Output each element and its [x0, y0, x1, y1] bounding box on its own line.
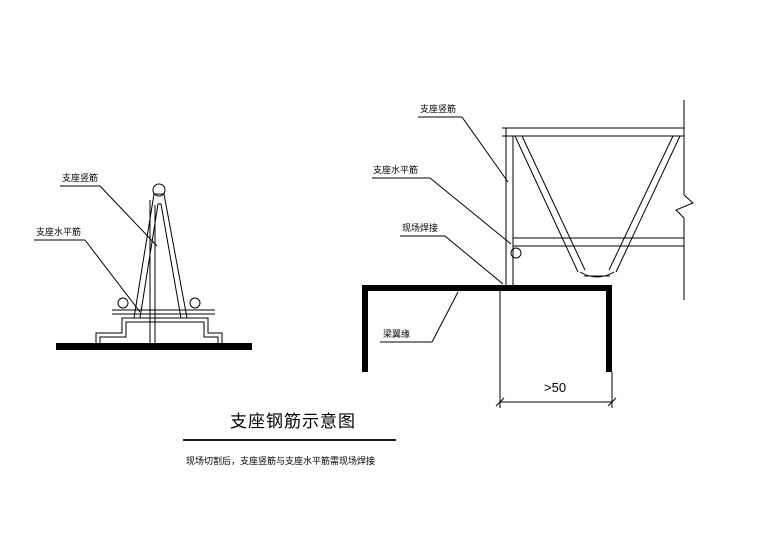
left-support-detail	[34, 183, 252, 350]
left-label-horizontal-bar: 支座水平筋	[36, 228, 82, 238]
right-label-vertical-bar: 支座竖筋	[420, 105, 457, 115]
right-label-beam-edge: 梁翼缘	[383, 330, 411, 340]
left-foot-bar	[95, 317, 223, 343]
right-label-horizontal-bar: 支座水平筋	[373, 166, 419, 176]
left-base-plate	[56, 343, 252, 350]
left-top-bar-section	[152, 183, 166, 197]
right-label-weld: 现场焊接	[402, 224, 439, 234]
dimension-value: >50	[544, 380, 567, 395]
right-support-detail	[362, 100, 694, 408]
right-beam-flange	[362, 285, 612, 372]
left-label-vertical-bar: 支座竖筋	[62, 174, 99, 184]
right-weld-circle	[510, 247, 522, 259]
left-side-bar-section-2	[189, 297, 201, 309]
drawing-note: 现场切割后，支座竖筋与支座水平筋需现场焊接	[186, 457, 376, 467]
left-vertical-bar	[133, 193, 188, 319]
drawing-title: 支座钢筋示意图	[230, 412, 356, 432]
left-side-bar-section-1	[117, 297, 129, 309]
right-truss-diagonal	[514, 135, 579, 273]
